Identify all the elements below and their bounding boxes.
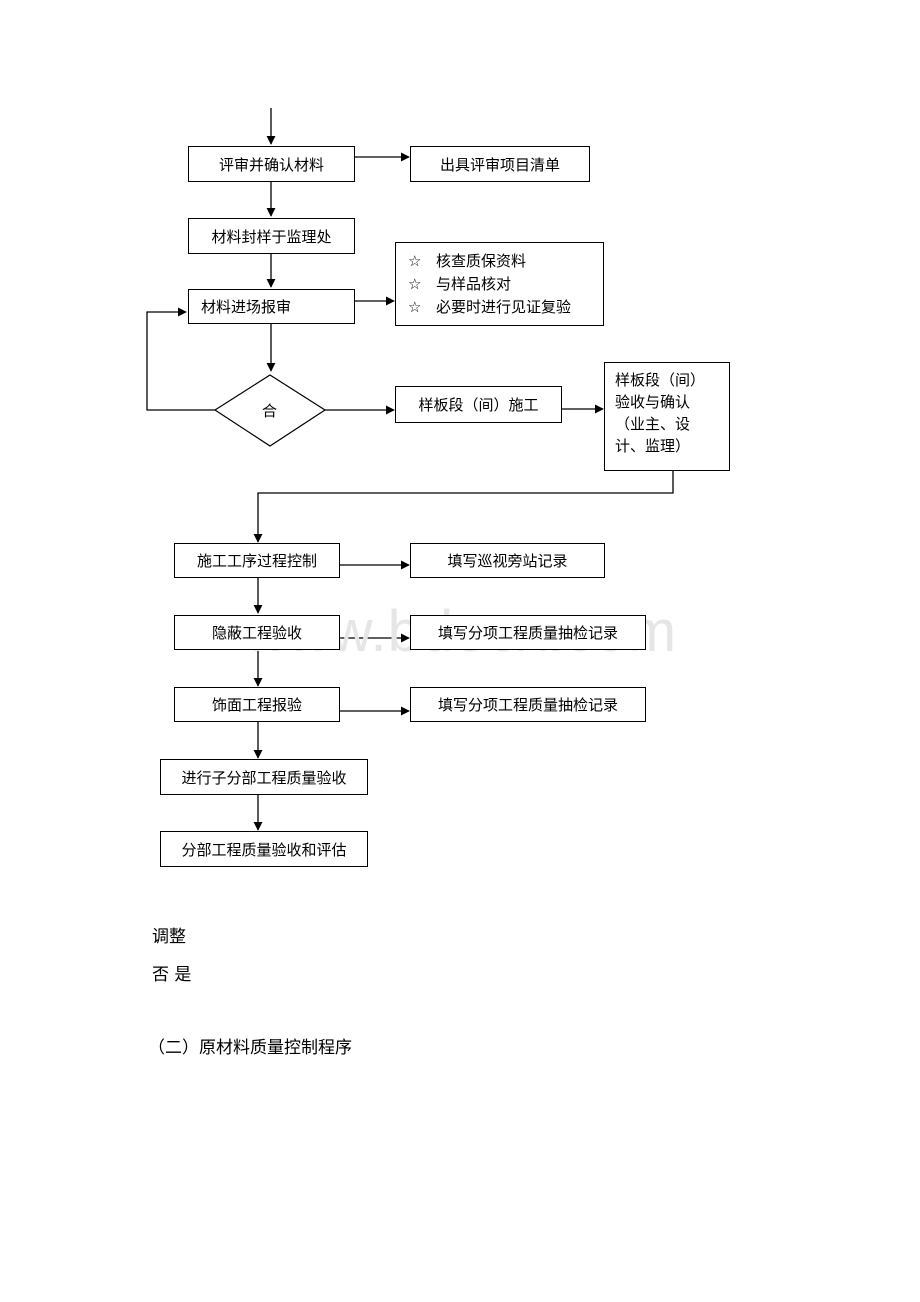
star-icon: ☆ [408, 251, 422, 270]
arrow-acceptance-to-process [253, 471, 674, 543]
sample-acceptance-box: 样板段（间）验收与确认（业主、设计、监理） [604, 362, 730, 471]
concealed-acceptance-box: 隐蔽工程验收 [174, 615, 340, 650]
checklist-item: ☆必要时进行见证复验 [408, 296, 571, 319]
sampling-record-box-2: 填写分项工程质量抽检记录 [410, 687, 646, 722]
star-icon: ☆ [408, 297, 422, 316]
sample-construction-box: 样板段（间）施工 [395, 386, 562, 423]
patrol-record-box: 填写巡视旁站记录 [410, 543, 605, 578]
issue-list-label: 出具评审项目清单 [439, 155, 560, 174]
adjust-loop-arrow [146, 307, 215, 411]
adjust-label: 调整 [152, 927, 186, 947]
decision-label: 合 [262, 402, 278, 420]
sub-division-acceptance-label: 进行子分部工程质量验收 [181, 768, 347, 787]
seal-samples-box: 材料封样于监理处 [188, 218, 355, 254]
process-control-label: 施工工序过程控制 [196, 552, 317, 570]
checklist-box: ☆核查质保资料 ☆与样品核对 ☆必要时进行见证复验 [395, 242, 604, 326]
sampling-record-label-2: 填写分项工程质量抽检记录 [437, 696, 618, 714]
division-acceptance-box: 分部工程质量验收和评估 [160, 831, 368, 867]
finish-inspection-box: 饰面工程报验 [174, 687, 340, 722]
seal-samples-label: 材料封样于监理处 [211, 227, 332, 246]
entry-report-box: 材料进场报审 [188, 289, 355, 324]
sample-construction-label: 样板段（间）施工 [418, 396, 539, 414]
process-control-box: 施工工序过程控制 [174, 543, 340, 578]
concealed-acceptance-label: 隐蔽工程验收 [211, 624, 302, 642]
star-icon: ☆ [408, 274, 422, 293]
sub-division-acceptance-box: 进行子分部工程质量验收 [160, 759, 368, 795]
review-confirm-label: 评审并确认材料 [218, 155, 324, 174]
finish-inspection-label: 饰面工程报验 [211, 696, 302, 714]
sampling-record-box-1: 填写分项工程质量抽检记录 [410, 615, 646, 650]
checklist-item: ☆核查质保资料 [408, 250, 526, 273]
division-acceptance-label: 分部工程质量验收和评估 [181, 840, 347, 859]
entry-report-label: 材料进场报审 [201, 298, 292, 316]
section-heading: （二）原材料质量控制程序 [148, 1038, 352, 1058]
review-confirm-box: 评审并确认材料 [188, 146, 355, 182]
checklist-item: ☆与样品核对 [408, 273, 511, 296]
patrol-record-label: 填写巡视旁站记录 [447, 552, 568, 570]
issue-list-box: 出具评审项目清单 [410, 146, 590, 182]
no-yes-label: 否 是 [152, 965, 192, 985]
sampling-record-label-1: 填写分项工程质量抽检记录 [437, 624, 618, 642]
sample-acceptance-label: 样板段（间）验收与确认（业主、设计、监理） [615, 371, 706, 455]
decision-diamond [213, 374, 327, 447]
